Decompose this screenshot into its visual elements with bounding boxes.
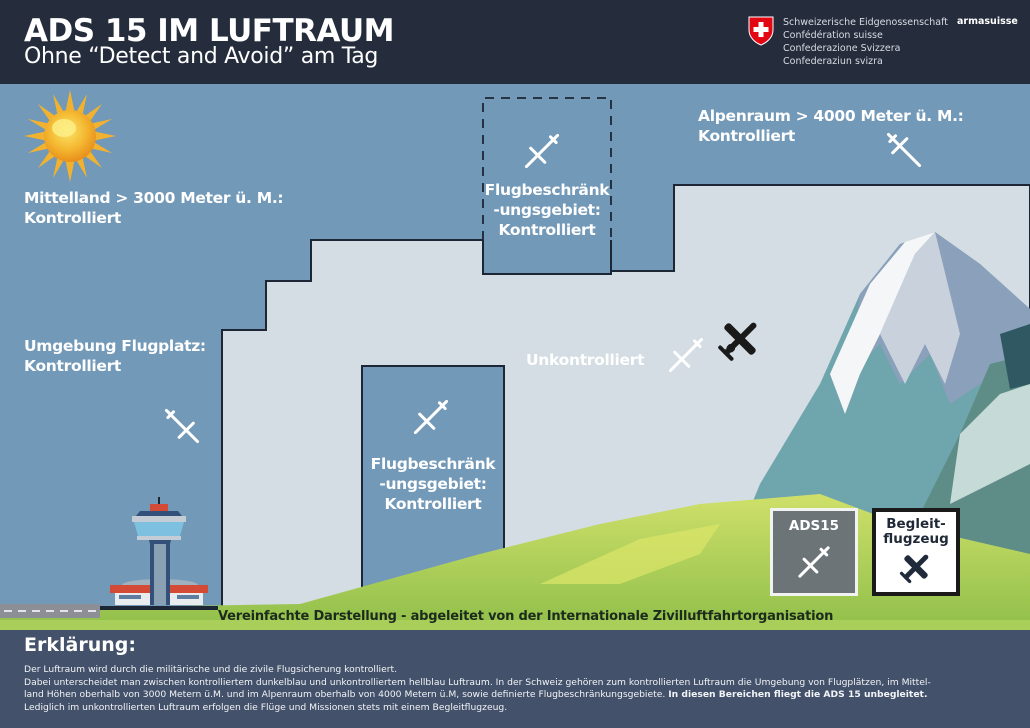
restricted-zone-top	[483, 98, 611, 274]
zone-label-uncontrolled: Unkontrolliert	[526, 351, 645, 369]
zone-status: Kontrolliert	[24, 209, 122, 227]
airplane-icon-uncontrolled	[718, 322, 757, 361]
legend-label: ADS15	[788, 518, 840, 534]
zone-label-flugplatz: Umgebung Flugplatz: Kontrolliert	[24, 336, 206, 376]
control-tower	[110, 497, 208, 605]
page-subtitle: Ohne “Detect and Avoid” am Tag	[24, 44, 379, 69]
zone-status: Kontrolliert	[24, 357, 122, 375]
confederation-de: Schweizerische Eidgenossenschaft	[783, 17, 949, 28]
explanation-line: Der Luftraum wird durch die militärische…	[24, 664, 398, 675]
drone-icon-alpenraum	[886, 132, 922, 168]
zone-status: Kontrolliert	[698, 127, 796, 145]
zone-name: Umgebung Flugplatz:	[24, 337, 206, 355]
airplane-icon	[899, 554, 929, 584]
zone-label-restricted-low: Flugbeschränk -ungsgebiet: Kontrolliert	[362, 454, 504, 514]
drone-icon-restricted-low	[413, 399, 449, 435]
confederation-names: Schweizerische Eidgenossenschaft Confédé…	[783, 16, 948, 68]
illustration-caption: Vereinfachte Darstellung - abgeleitet vo…	[218, 609, 834, 624]
legend-ads15: ADS15	[770, 508, 858, 596]
confederation-it: Confederazione Svizzera	[783, 43, 901, 54]
explanation-text: Der Luftraum wird durch die militärische…	[24, 664, 1014, 714]
zone-name: Flugbeschränk	[370, 455, 496, 473]
zone-name: Alpenraum > 4000 Meter ü. M.:	[698, 107, 964, 125]
explanation-panel: Erklärung: Der Luftraum wird durch die m…	[0, 630, 1030, 728]
zone-name: Mittelland > 3000 Meter ü. M.:	[24, 189, 284, 207]
explanation-line: land Höhen oberhalb von 3000 Metern ü.M.…	[24, 689, 1014, 702]
zone-label-restricted-top: Flugbeschränk -ungsgebiet: Kontrolliert	[483, 180, 611, 240]
legend-escort-plane: Begleit- flugzeug	[872, 508, 960, 596]
confederation-fr: Confédération suisse	[783, 30, 883, 41]
legend-label-cont: flugzeug	[883, 531, 949, 547]
agency-name: armasuisse	[957, 16, 1018, 27]
swiss-crest-icon	[748, 16, 774, 46]
confederation-rm: Confederaziun svizra	[783, 56, 883, 67]
zone-label-mittelland: Mittelland > 3000 Meter ü. M.: Kontrolli…	[24, 188, 284, 228]
drone-icon-flugplatz	[164, 408, 200, 444]
drone-icon-uncontrolled	[668, 337, 704, 373]
zone-label-alpenraum: Alpenraum > 4000 Meter ü. M.: Kontrollie…	[698, 106, 964, 146]
header: ADS 15 IM LUFTRAUM Ohne “Detect and Avoi…	[0, 0, 1030, 84]
airspace-illustration: Mittelland > 3000 Meter ü. M.: Kontrolli…	[0, 84, 1030, 630]
legend-label: Begleit-	[886, 516, 946, 532]
explanation-line: Dabei unterscheidet man zwischen kontrol…	[24, 676, 931, 688]
zone-status: Kontrolliert	[498, 221, 596, 239]
explanation-line-emphasis: In diesen Bereichen fliegt die ADS 15 un…	[668, 689, 928, 700]
zone-name-cont: -ungsgebiet:	[379, 475, 487, 493]
zone-name-cont: -ungsgebiet:	[493, 201, 601, 219]
zone-status: Kontrolliert	[384, 495, 482, 513]
zone-name: Flugbeschränk	[484, 181, 610, 199]
drone-icon-restricted-top	[524, 133, 560, 169]
explanation-heading: Erklärung:	[24, 634, 136, 656]
sun-icon	[24, 90, 116, 182]
explanation-line-text: land Höhen oberhalb von 3000 Metern ü.M.…	[24, 689, 666, 700]
drone-icon	[798, 546, 830, 578]
page-title: ADS 15 IM LUFTRAUM	[24, 13, 395, 49]
explanation-line: Lediglich im unkontrollierten Luftraum e…	[24, 701, 508, 713]
